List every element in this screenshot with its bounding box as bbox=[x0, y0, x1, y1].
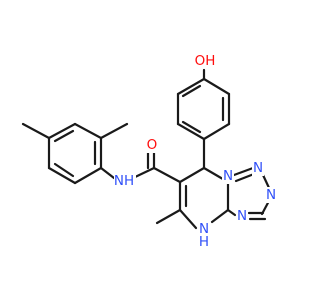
bond bbox=[47, 122, 77, 140]
bond bbox=[99, 166, 116, 180]
carbonyl-oxygen-label: O bbox=[147, 137, 158, 153]
structure-drawing: OH O NH N H N N N N bbox=[21, 52, 277, 250]
bond bbox=[181, 84, 202, 98]
bond bbox=[131, 166, 156, 180]
ring-nh-label: N bbox=[199, 221, 209, 237]
hydroxyl-label: OH bbox=[195, 53, 216, 69]
amide-nh-label: NH bbox=[114, 173, 134, 189]
bridge-n-label: N bbox=[223, 168, 233, 184]
molecule-diagram: OH O NH N H N N N N bbox=[21, 52, 277, 250]
bond bbox=[21, 122, 51, 140]
ring-nh-h-label: H bbox=[199, 234, 209, 250]
triazole-n-right-label: N bbox=[266, 187, 276, 203]
bond bbox=[99, 122, 129, 140]
bond bbox=[181, 120, 202, 134]
bond bbox=[202, 77, 231, 96]
bond bbox=[210, 208, 230, 224]
triazole-n-bottom-label: N bbox=[237, 208, 247, 224]
bond bbox=[152, 166, 182, 184]
bond bbox=[178, 208, 198, 230]
bond bbox=[176, 122, 206, 141]
bond bbox=[226, 208, 237, 217]
triazole-n-top-label: N bbox=[253, 160, 263, 176]
bond bbox=[73, 122, 103, 140]
bond bbox=[232, 166, 255, 177]
bond bbox=[47, 166, 77, 185]
bond bbox=[178, 166, 206, 184]
bond bbox=[53, 162, 75, 178]
bond bbox=[155, 208, 182, 225]
bond bbox=[53, 129, 75, 143]
bond bbox=[176, 77, 206, 96]
bonds bbox=[21, 68, 272, 230]
bond bbox=[202, 122, 231, 141]
atom-labels: OH O NH N H N N N N bbox=[114, 52, 277, 250]
bond bbox=[73, 166, 103, 185]
bond bbox=[234, 172, 256, 183]
